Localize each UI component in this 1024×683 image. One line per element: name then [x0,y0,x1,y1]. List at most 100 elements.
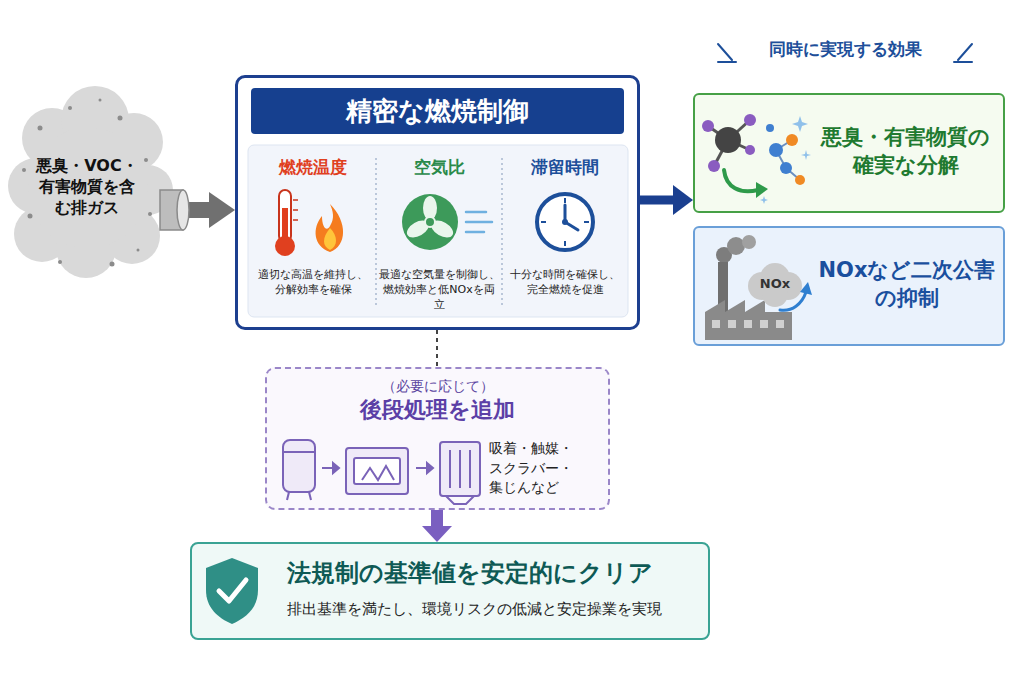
thermometer-icon [293,219,298,221]
molecule-icon [708,160,720,172]
column-body: 適切な高温を維持し、分解効率を確保 [257,268,369,298]
fan-icon [428,217,456,241]
result-title: 法規制の基準値を安定的にクリア [287,558,697,589]
soot-dots [28,214,33,219]
factory-icon [718,262,728,312]
factory-icon [776,320,784,328]
soot-dots [99,99,102,102]
parameter-column: 滞留時間十分な時間を確保し、完全燃焼を促進 [502,150,628,315]
soot-dots [137,249,140,252]
treatment-equipment [362,466,394,480]
effect-box: 悪臭・有害物質の確実な分解 [693,93,1005,213]
factory-icon [742,235,756,249]
equipment-list: 吸着・触媒・スクラバー・集じんなど [489,439,581,498]
molecule-icon [715,127,741,153]
factory-icon [800,282,812,295]
fan-icon [404,217,432,241]
column-body: 十分な時間を確保し、完全燃焼を促進 [509,268,621,298]
clock-icon [564,241,566,246]
clock-icon [541,221,546,223]
exhaust-cloud-shape [8,86,173,278]
thermometer-icon [293,209,298,211]
exhaust-cloud-shape [22,108,82,168]
clock-icon [584,221,589,223]
soot-dots [58,260,62,264]
molecule-icon [776,140,800,180]
molecule-icon [745,145,755,155]
flame-icon [316,204,344,252]
effect-text: NOxなど二次公害の抑制 [817,256,997,313]
exhaust-cloud-shape [61,86,129,154]
parameter-panel [501,158,503,308]
soot-dots [144,158,148,162]
parameter-panel [248,145,628,317]
treatment-equipment [333,463,339,473]
molecule-icon [708,126,728,140]
parameter-column: 空気比最適な空気量を制御し、燃焼効率と低NOxを両立 [376,150,502,319]
exhaust-cloud: 悪臭・VOC・有害物質を含む排ガス [15,100,160,275]
factory-icon [744,320,752,328]
factory-icon [748,263,802,307]
note-text: （必要に応じて） [267,377,608,395]
exhaust-cloud-shape [105,113,163,171]
treatment-equipment [309,492,311,500]
molecule-icon [795,175,805,185]
result-body: 排出基準を満たし、環境リスクの低減と安定操業を実現 [287,600,702,620]
exhaust-cloud-shape [28,128,148,248]
factory-icon [727,237,745,255]
wind-lines [466,221,492,224]
thermometer-icon [279,190,291,242]
treatment-equipment [322,467,336,469]
molecule-icon [792,116,808,132]
box-title: 後段処理を追加 [267,396,608,425]
treatment-equipment [416,467,430,469]
shield-icon [219,580,246,601]
molecule-icon [744,114,756,126]
soot-dots [38,126,43,131]
molecule-icon [780,162,792,174]
thermometer-icon [275,190,298,256]
treatment-equipment [449,450,451,488]
pollutant-label: NOx [755,276,795,293]
molecule-icon [776,140,792,150]
treatment-equipment [283,440,315,492]
node-label: 悪臭・VOC・有害物質を含む排ガス [32,156,142,218]
molecule-icon [786,134,798,146]
result-arrow [431,510,443,526]
flow-arrow [160,202,209,218]
heading-marks [954,61,972,63]
effect-arrow [640,196,673,205]
exhaust-pipe [160,190,189,230]
thermometer-icon [293,199,298,201]
molecule-icon [702,120,714,132]
clock-icon [537,194,593,250]
wind-lines [466,231,484,234]
molecule-icon [769,143,783,157]
molecule-icon [728,140,750,150]
soot-dots [148,212,152,216]
wind-lines [466,211,486,214]
treatment-equipment [427,463,433,473]
treatment-equipment [346,448,408,494]
molecule-icon [708,120,750,166]
effect-text: 悪臭・有害物質の確実な分解 [813,123,998,180]
factory-icon [716,247,732,263]
fan-icon [423,196,437,220]
treatment-equipment [459,450,461,488]
clock-icon [562,219,568,225]
fan-icon [425,217,435,227]
treatment-equipment [440,442,480,496]
factory-icon [780,292,806,310]
parameter-panel [248,145,628,317]
soot-dots [22,99,152,267]
exhaust-cloud-shape [14,206,70,262]
exhaust-cloud-shape [56,218,116,278]
exhaust-cloud-shape [123,165,173,215]
soot-dots [118,116,123,121]
molecule-icon [776,150,786,168]
heading-marks [718,61,736,63]
exhaust-pipe [177,190,189,230]
control-box: 精密な燃焼制御燃焼温度適切な高温を維持し、分解効率を確保空気比最適な空気量を制御… [235,75,640,330]
exhaust-cloud-shape [8,158,64,214]
molecule-icon [756,182,768,198]
